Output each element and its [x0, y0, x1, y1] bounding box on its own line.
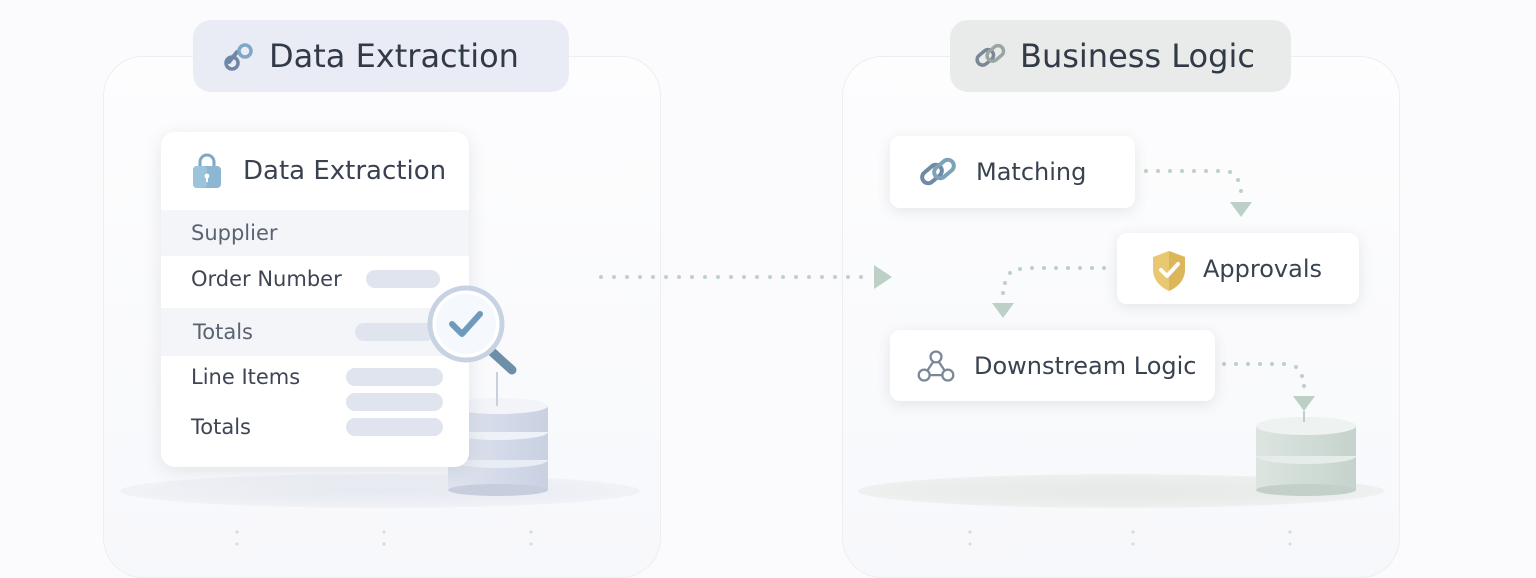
field-row-totals-2: Totals [161, 404, 469, 450]
step-downstream-logic: Downstream Logic [890, 330, 1215, 401]
field-label-totals: Totals [193, 320, 253, 344]
connectors [235, 169, 1315, 546]
flow-arrow-downstream-database [1222, 362, 1315, 422]
field-value-placeholder [366, 270, 440, 288]
field-value-placeholder [346, 393, 443, 411]
flow-arrow-approvals-downstream [992, 266, 1106, 318]
step-label-approvals: Approvals [1203, 254, 1322, 283]
chain-link-icon [918, 152, 958, 192]
data-extraction-title: Data Extraction [269, 37, 519, 75]
flow-arrow-central [599, 265, 892, 289]
step-label-matching: Matching [976, 158, 1087, 186]
network-nodes-icon [916, 346, 956, 386]
bottom-guide-dots [235, 530, 1292, 546]
field-row-supplier: Supplier [161, 210, 469, 256]
field-label-supplier: Supplier [191, 221, 278, 245]
card-title: Data Extraction [243, 156, 447, 186]
link-icon [221, 38, 257, 74]
field-label-line-items: Line Items [191, 365, 301, 389]
step-label-downstream-logic: Downstream Logic [974, 351, 1197, 380]
lock-icon [187, 151, 227, 191]
step-approvals: Approvals [1117, 233, 1359, 304]
business-logic-header: Business Logic [950, 20, 1291, 92]
shield-check-icon [1149, 249, 1189, 291]
database-icon-right [1256, 417, 1356, 496]
field-value-placeholder [346, 368, 443, 386]
field-row-totals: Totals [161, 308, 469, 356]
left-floor-shadow [120, 474, 640, 508]
field-value-placeholder [355, 323, 435, 341]
field-row-order-number: Order Number [161, 256, 469, 302]
step-matching: Matching [890, 136, 1135, 208]
chain-link-icon [972, 38, 1008, 74]
flow-arrow-matching-approvals [1144, 169, 1252, 217]
field-row-line-items: Line Items [161, 354, 469, 400]
data-extraction-card: Data Extraction Supplier Order Number To… [161, 132, 469, 467]
field-label-totals-2: Totals [191, 415, 251, 439]
magnifier-check-icon [427, 285, 517, 375]
business-logic-title: Business Logic [1020, 37, 1255, 75]
field-label-order-number: Order Number [191, 267, 342, 291]
card-header: Data Extraction [161, 132, 469, 210]
field-value-placeholder [346, 418, 443, 436]
data-extraction-header: Data Extraction [193, 20, 569, 92]
